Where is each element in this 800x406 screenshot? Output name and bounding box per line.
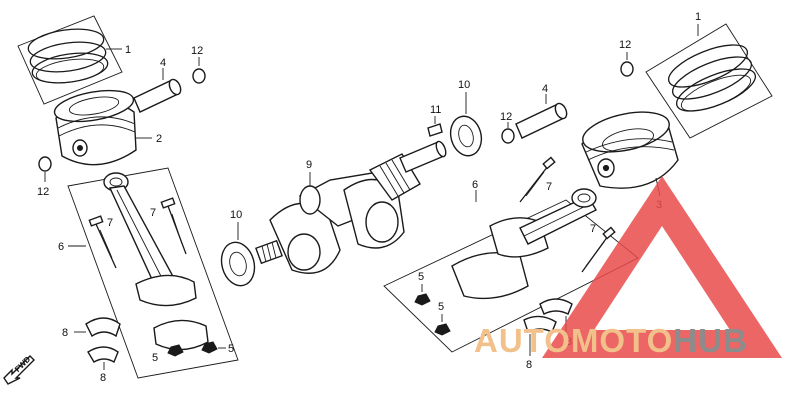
watermark-auto: AUTO	[474, 322, 571, 359]
callout-nut-left-b: 5	[228, 343, 234, 355]
rod-nut-right-a	[414, 293, 431, 306]
rod-bolt-left-b	[160, 197, 187, 255]
callout-pin-left: 4	[160, 57, 166, 69]
rod-box-left	[67, 167, 239, 379]
callout-piston-left: 2	[156, 133, 162, 145]
rod-bolt-right-a	[519, 156, 556, 203]
piston-right	[581, 111, 679, 189]
callout-pin-right: 4	[542, 83, 548, 95]
rod-bolt-left-a	[88, 215, 117, 269]
clip-left-a	[192, 68, 206, 84]
ring-set-left	[17, 15, 123, 105]
ring-set-right	[645, 23, 773, 139]
woodruff-key	[427, 123, 443, 137]
rod-nut-right-b	[434, 323, 451, 336]
callout-bolt-left-b: 7	[150, 207, 156, 219]
callout-bearing-right-b: 8	[526, 359, 532, 371]
fwd-arrow-icon	[3, 355, 35, 385]
connecting-rod-right	[451, 188, 597, 300]
connecting-rod-left	[103, 172, 209, 351]
watermark-logo-icon	[542, 176, 782, 358]
rod-bolt-right-b	[581, 226, 616, 273]
piston-pin-left	[133, 78, 182, 113]
callout-bolt-left-a: 7	[107, 217, 113, 229]
callout-washer-b: 10	[458, 79, 470, 91]
callout-ring-left: 1	[125, 44, 131, 56]
crankshaft	[255, 140, 447, 274]
watermark-hub: HUB	[673, 322, 748, 359]
bearing-left-b	[87, 346, 119, 364]
callout-washer-a: 10	[230, 209, 242, 221]
thrust-washer-b	[449, 115, 483, 157]
callout-clip-right-b: 12	[619, 39, 631, 51]
callout-rod-right: 6	[472, 179, 478, 191]
callout-rod-left: 6	[58, 241, 64, 253]
callout-bearing-left-b: 8	[100, 372, 106, 384]
thrust-washer-a	[220, 241, 256, 287]
callout-crankshaft: 9	[306, 159, 312, 171]
piston-left	[53, 89, 137, 166]
bearing-right-a	[539, 298, 573, 315]
clip-left-b	[38, 156, 52, 172]
callout-key: 11	[430, 104, 441, 116]
watermark-moto: MOTO	[570, 322, 674, 359]
callout-nut-right-b: 5	[438, 301, 444, 313]
piston-pin-right	[515, 102, 568, 139]
callout-nut-right-a: 5	[418, 271, 424, 283]
rod-nut-left-b	[201, 341, 218, 354]
clip-right-a	[501, 128, 515, 144]
callout-nut-left-a: 5	[152, 352, 158, 364]
clip-right-b	[620, 61, 634, 77]
callout-clip-right-a: 12	[500, 111, 512, 123]
callout-clip-left-a: 12	[191, 45, 203, 57]
callout-bolt-right-a: 7	[546, 181, 552, 193]
callout-ring-right: 1	[695, 11, 701, 23]
bearing-left-a	[85, 317, 121, 338]
watermark-text: AUTOMOTOHUB	[474, 324, 748, 357]
callout-clip-left-b: 12	[37, 186, 49, 198]
rod-nut-left-a	[167, 344, 184, 357]
callout-bearing-left-a: 8	[62, 327, 68, 339]
callout-bolt-right-b: 7	[590, 223, 596, 235]
bearing-right-b	[523, 315, 557, 333]
